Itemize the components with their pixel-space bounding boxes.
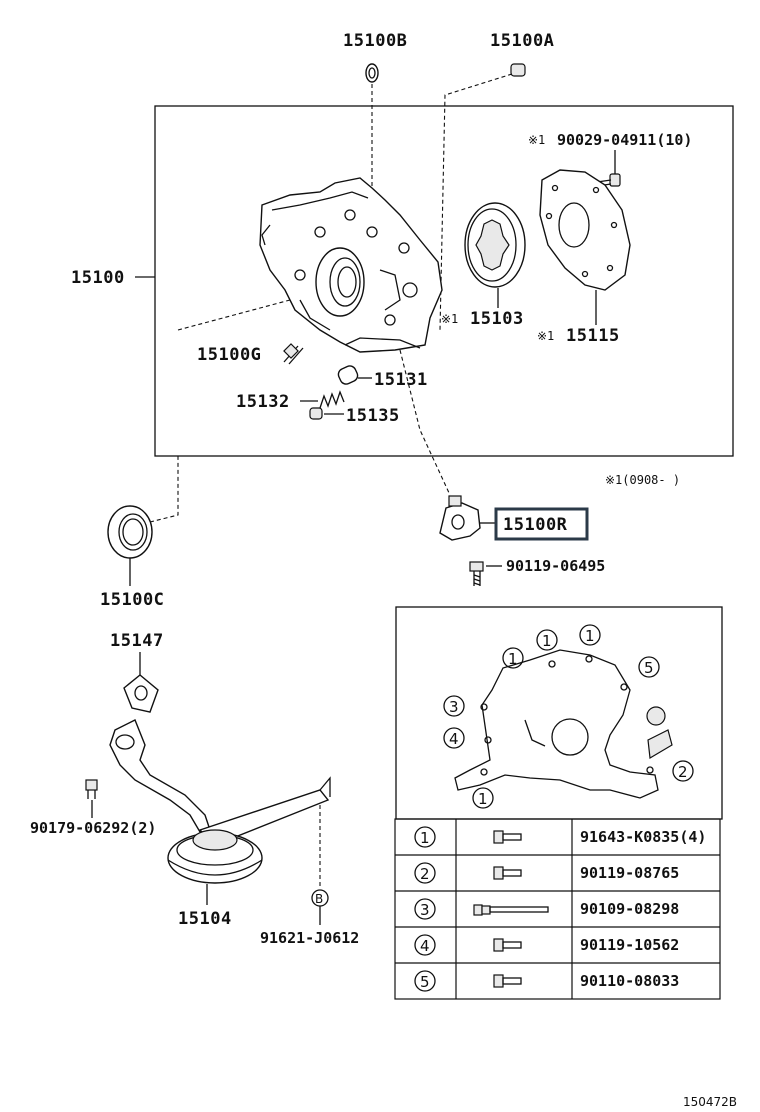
svg-text:3: 3 [449,698,459,716]
mark-90029: ※1 [528,133,545,147]
label-15100A[interactable]: 15100A [490,31,554,51]
mark-15115: ※1 [537,329,554,343]
svg-text:1: 1 [508,650,518,668]
bolt-table-row[interactable]: 5 90110-08033 [414,970,679,992]
spring-part [319,390,345,409]
bolt-row-number: 2 [420,865,430,883]
label-15100G[interactable]: 15100G [197,345,261,365]
bolt-icon [493,830,522,844]
svg-text:2: 2 [678,763,688,781]
oil-seal-part [107,505,153,559]
oil-pump-assembly-box [154,105,734,457]
rotor-part [464,202,526,288]
relief-valve-part [337,365,359,385]
plug-part [309,407,323,420]
stud-15100G-part [283,343,304,365]
bolt-row-number: 3 [420,901,430,919]
bolt-icon [493,938,522,952]
bolt-table-row[interactable]: 3 90109-08298 [414,898,679,920]
label-15100B[interactable]: 15100B [343,31,407,51]
bolt-row-number: 5 [420,973,430,991]
bolt-row-number: 1 [420,829,430,847]
label-15131[interactable]: 15131 [374,370,428,390]
bolt-part-number: 90110-08033 [580,972,679,990]
highlight-15100R [494,507,589,541]
bolt-table-row[interactable]: 4 90119-10562 [414,934,679,956]
mark-15103: ※1 [441,312,458,326]
o-ring-inner [368,67,376,79]
circle-b-letter: B [315,892,323,906]
long-bolt-icon [473,904,549,916]
svg-text:1: 1 [585,627,595,645]
bolt-table-row[interactable]: 2 90119-08765 [414,862,679,884]
bolt-90119-06495-part [469,561,484,586]
bolt-part-number: 90109-08298 [580,900,679,918]
label-15147[interactable]: 15147 [110,631,164,651]
svg-text:1: 1 [478,790,488,808]
label-15135[interactable]: 15135 [346,406,400,426]
date-range-note: ※1(0908- ) [605,473,680,487]
label-91621-J0612[interactable]: 91621-J0612 [260,929,359,947]
oil-strainer-part [109,719,331,884]
bolt-table-row[interactable]: 1 91643-K0835(4) [414,826,706,848]
svg-text:5: 5 [644,659,654,677]
label-15104[interactable]: 15104 [178,909,232,929]
label-15100R[interactable]: 15100R [503,515,568,535]
gasket-part [123,674,159,713]
bolt-row-number: 4 [420,937,430,955]
diagram-code: 150472B [683,1095,737,1109]
bolt-icon [493,866,522,880]
label-15100C[interactable]: 15100C [100,590,164,610]
inset-cover-outline [454,649,673,799]
svg-text:1: 1 [542,632,552,650]
label-90179-06292[interactable]: 90179-06292(2) [30,819,156,837]
leader-15100C-dashed [149,456,179,523]
bolt-part-number: 91643-K0835(4) [580,828,706,846]
leader-15100A [439,73,513,331]
label-15132[interactable]: 15132 [236,392,290,412]
pump-cover-part [539,169,631,291]
bolt-table [394,818,721,1000]
label-15100[interactable]: 15100 [71,268,125,288]
sensor-15100R-part [439,495,481,541]
nut-90179-part [85,779,98,799]
pin-part [510,63,526,77]
bolt-part-number: 90119-08765 [580,864,679,882]
bolt-location-inset [395,606,723,820]
svg-text:4: 4 [449,730,459,748]
bolt-icon [493,974,522,988]
label-15115[interactable]: 15115 [566,326,620,346]
leader-15100G-dashed [177,299,291,331]
oil-pump-body-part [259,177,443,353]
bolt-part-number: 90119-10562 [580,936,679,954]
inset-number-markers: 1 1 1 5 3 4 2 1 [443,624,694,809]
label-15103[interactable]: 15103 [470,309,524,329]
label-90119-06495[interactable]: 90119-06495 [506,557,605,575]
o-ring-part [365,63,379,83]
label-90029-04911[interactable]: 90029-04911(10) [557,131,692,149]
